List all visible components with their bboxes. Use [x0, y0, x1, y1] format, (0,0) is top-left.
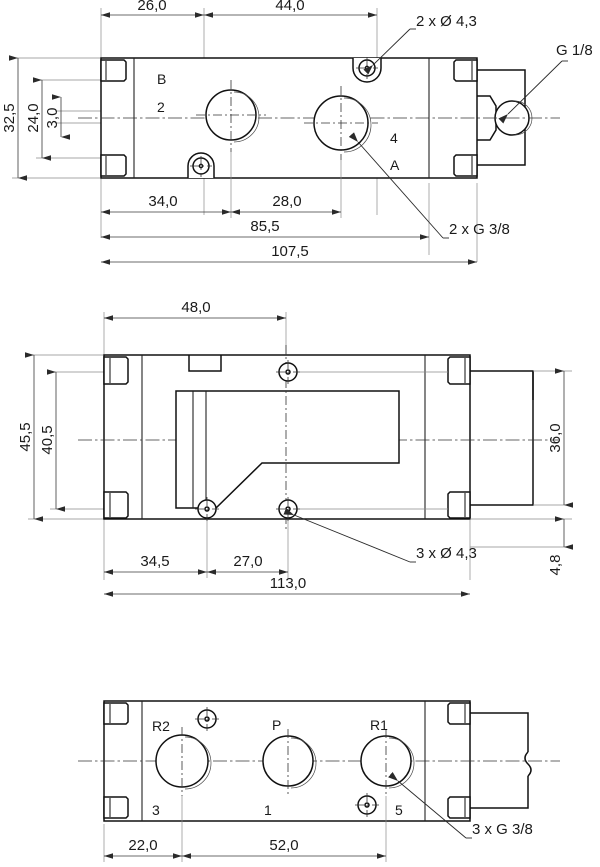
label-port-p: P	[272, 717, 281, 733]
bottom-view-end-cap	[470, 712, 532, 809]
note-2x-dia-4-3-label: 2 x Ø 4,3	[416, 13, 477, 30]
label-port-1: 1	[264, 802, 272, 818]
note-2x-g-3-8-label: 2 x G 3/8	[449, 221, 510, 238]
bottom-view-left-mount-slots	[103, 702, 129, 819]
top-view: 26,0 44,0 32,5 24,0 3,0	[1, 0, 593, 265]
dim-27-0-label: 27,0	[233, 553, 262, 570]
dim-36-0-label: 36,0	[547, 423, 564, 452]
side-view-left-dims: 45,5 40,5	[17, 352, 104, 522]
dim-22-0-label: 22,0	[128, 837, 157, 854]
port-circle-b	[196, 80, 266, 152]
dim-32-5-label: 32,5	[1, 103, 18, 132]
dim-34-5-label: 34,5	[140, 553, 169, 570]
top-view-left-mount-slots	[100, 59, 127, 177]
bottom-view-bottom-dims: 22,0 52,0	[103, 796, 387, 862]
note-3x-dia-4-3: 3 x Ø 4,3	[283, 508, 477, 563]
top-view-left-dims: 32,5 24,0 3,0	[1, 55, 101, 181]
bottom-view: R2 P R1 3 1 5 3 x G 3/8 22,0 52,0	[78, 700, 560, 862]
note-2x-g-3-8: 2 x G 3/8	[348, 132, 510, 239]
label-port-2: 2	[157, 99, 165, 115]
dim-45-5-label: 45,5	[17, 422, 34, 451]
bottom-view-right-mount-slots	[447, 702, 471, 819]
bottom-view-hole-lower	[355, 793, 379, 817]
dim-48-0-label: 48,0	[181, 299, 210, 316]
label-port-a: A	[390, 157, 400, 173]
label-port-4: 4	[390, 130, 398, 146]
side-view-inner-pocket	[175, 390, 400, 509]
top-view-right-mount-slots	[453, 59, 478, 177]
dim-26-0-label: 26,0	[137, 0, 166, 14]
port-r1	[360, 729, 415, 795]
side-view-bottom-dims: 34,5 27,0 113,0	[104, 553, 470, 597]
side-view-left-mount-slots	[103, 356, 129, 519]
port-r2	[155, 727, 212, 796]
label-port-r1: R1	[370, 717, 388, 733]
side-view-right-mount-slots	[447, 356, 471, 519]
label-port-r2: R2	[152, 718, 170, 734]
dim-3-0-label: 3,0	[44, 108, 61, 129]
note-2x-dia-4-3: 2 x Ø 4,3	[363, 13, 477, 75]
dim-44-0: 44,0	[204, 0, 377, 18]
side-view-hole-top	[276, 360, 448, 384]
side-view-end-cap	[470, 370, 534, 506]
dim-44-0-label: 44,0	[275, 0, 304, 14]
dim-48-0: 48,0	[104, 299, 286, 321]
dim-24-0-label: 24,0	[25, 103, 42, 132]
bottom-view-hole-upper	[195, 707, 219, 731]
dim-4-8-label: 4,8	[547, 555, 564, 576]
note-g-1-8-label: G 1/8	[556, 42, 593, 59]
label-port-b: B	[157, 71, 166, 87]
note-3x-g-3-8: 3 x G 3/8	[388, 771, 533, 839]
top-view-mount-boss-lower	[187, 152, 215, 178]
side-view-top-notch	[188, 355, 222, 372]
top-view-bottom-dims: 34,0 28,0 85,5 107,5	[101, 152, 477, 265]
note-3x-g-3-8-label: 3 x G 3/8	[472, 821, 533, 838]
dim-40-5-label: 40,5	[39, 425, 56, 454]
dim-28-0-label: 28,0	[272, 193, 301, 210]
dim-34-0-label: 34,0	[148, 193, 177, 210]
side-view: 48,0 45,5 40,5	[17, 299, 573, 597]
dim-113-0-label: 113,0	[270, 575, 306, 592]
note-3x-dia-4-3-label: 3 x Ø 4,3	[416, 545, 477, 562]
port-p	[262, 729, 317, 795]
dim-52-0-label: 52,0	[269, 837, 298, 854]
dim-26-0: 26,0	[101, 0, 204, 18]
dim-107-5-label: 107,5	[271, 243, 309, 260]
note-g-1-8: G 1/8	[498, 42, 593, 124]
side-view-right-dims: 36,0 4,8	[470, 368, 573, 576]
side-view-hole-bottom-left	[195, 497, 219, 521]
label-port-3: 3	[152, 802, 160, 818]
dim-85-5-label: 85,5	[250, 218, 279, 235]
label-port-5: 5	[395, 802, 403, 818]
